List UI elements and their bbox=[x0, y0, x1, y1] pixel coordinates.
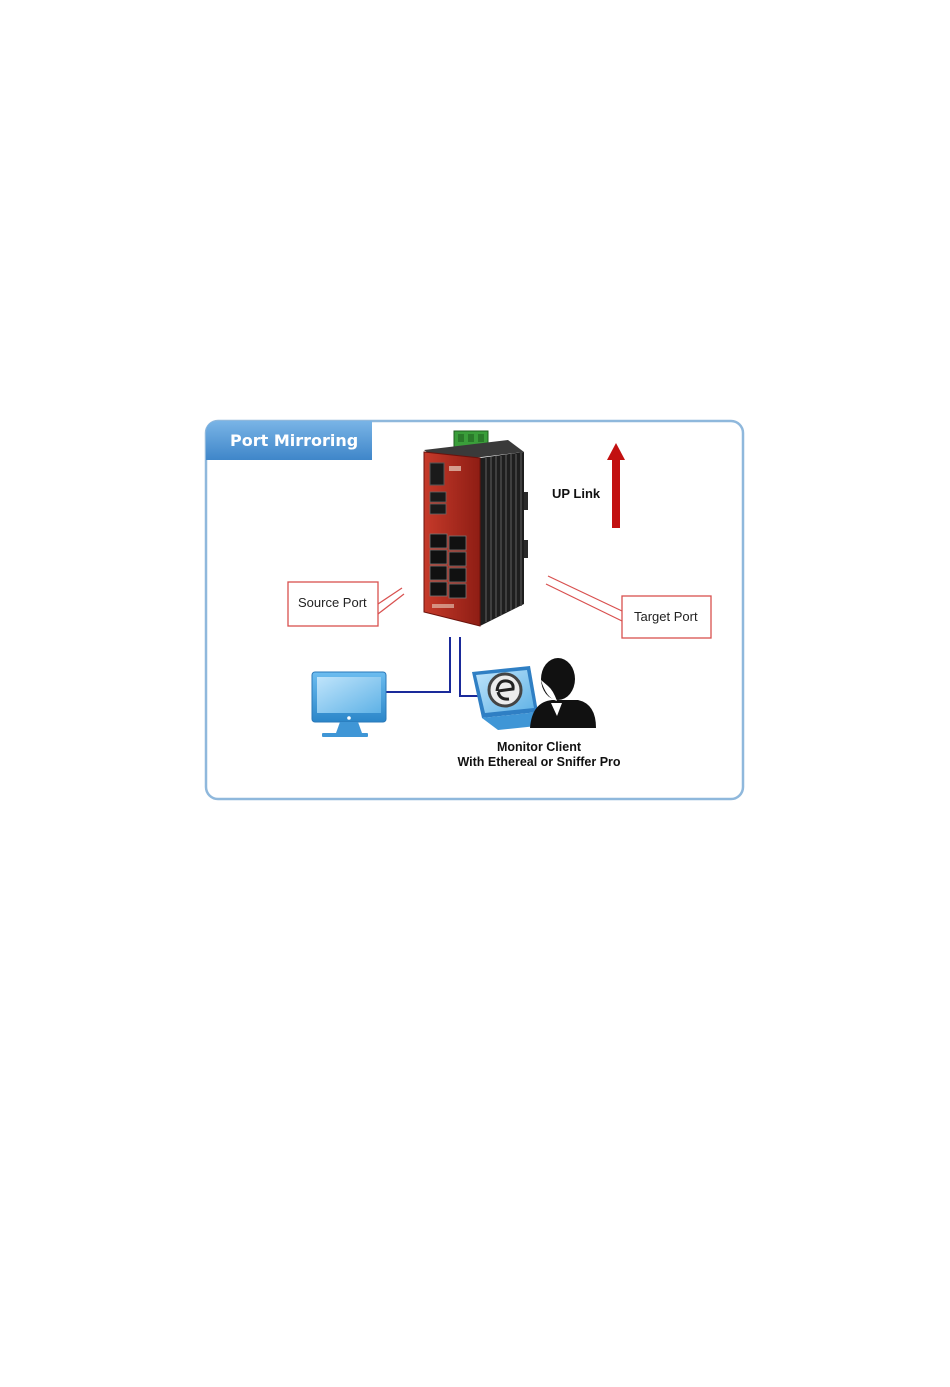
sfp-port bbox=[430, 504, 446, 514]
title-tab: Port Mirroring bbox=[206, 421, 372, 460]
source-port-label: Source Port bbox=[298, 595, 367, 610]
uplink-label: UP Link bbox=[552, 486, 601, 501]
switch-heatsink bbox=[480, 452, 528, 626]
target-port-label: Target Port bbox=[634, 609, 698, 624]
switch-device bbox=[424, 431, 528, 626]
diagram-title: Port Mirroring bbox=[230, 431, 358, 450]
sfp-port bbox=[430, 492, 446, 502]
monitor-client-label: Monitor Client bbox=[497, 740, 582, 754]
monitor-client-sublabel: With Ethereal or Sniffer Pro bbox=[457, 755, 620, 769]
